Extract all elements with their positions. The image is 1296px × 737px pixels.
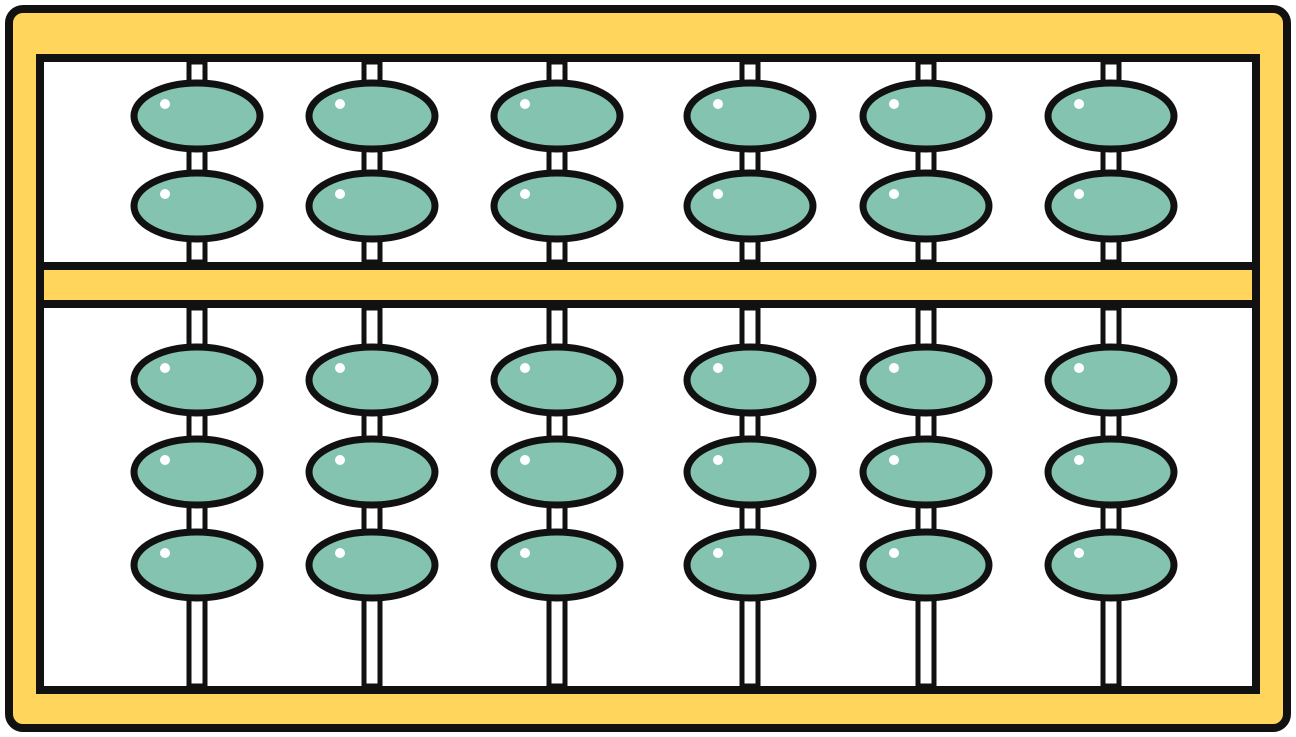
abacus-bead (1044, 169, 1178, 243)
lower-beads (130, 343, 1178, 602)
bead-body (683, 169, 817, 243)
bead-highlight (520, 189, 530, 199)
upper-beads (130, 79, 1178, 243)
bead-highlight (713, 363, 723, 373)
bead-highlight (520, 548, 530, 558)
bead-body (490, 528, 624, 602)
bead-highlight (335, 363, 345, 373)
bead-body (683, 343, 817, 417)
bead-body (305, 528, 439, 602)
bead-highlight (160, 548, 170, 558)
abacus-bead (1044, 435, 1178, 509)
bead-highlight (520, 363, 530, 373)
abacus-bead (1044, 528, 1178, 602)
bead-highlight (1074, 363, 1084, 373)
bead-body (305, 343, 439, 417)
abacus-bead (490, 435, 624, 509)
bead-highlight (889, 99, 899, 109)
bead-body (305, 169, 439, 243)
bead-highlight (713, 548, 723, 558)
bead-body (130, 79, 264, 153)
abacus-bead (683, 528, 817, 602)
bead-highlight (335, 99, 345, 109)
abacus-bead (683, 435, 817, 509)
bead-highlight (889, 363, 899, 373)
bead-highlight (1074, 548, 1084, 558)
bead-highlight (335, 189, 345, 199)
abacus-bead (683, 169, 817, 243)
bead-highlight (520, 455, 530, 465)
abacus-bead (130, 79, 264, 153)
abacus-bead (305, 79, 439, 153)
bead-highlight (1074, 455, 1084, 465)
bead-highlight (160, 455, 170, 465)
bead-highlight (713, 189, 723, 199)
bead-body (490, 435, 624, 509)
bead-body (683, 435, 817, 509)
bead-highlight (520, 99, 530, 109)
bead-highlight (713, 455, 723, 465)
bead-highlight (889, 455, 899, 465)
abacus-divider-bar (36, 262, 1260, 308)
bead-highlight (335, 455, 345, 465)
abacus-bead (683, 343, 817, 417)
bead-highlight (1074, 189, 1084, 199)
bead-body (490, 79, 624, 153)
abacus-bead (490, 79, 624, 153)
bead-body (305, 435, 439, 509)
abacus-bead (859, 79, 993, 153)
bead-body (683, 79, 817, 153)
abacus-bead (130, 169, 264, 243)
bead-body (859, 169, 993, 243)
bead-body (1044, 528, 1178, 602)
bead-highlight (889, 548, 899, 558)
bead-highlight (1074, 99, 1084, 109)
abacus-bead (305, 528, 439, 602)
abacus-bead (683, 79, 817, 153)
abacus-bead (130, 343, 264, 417)
bead-body (130, 435, 264, 509)
bead-body (1044, 169, 1178, 243)
bead-body (1044, 343, 1178, 417)
bead-body (859, 79, 993, 153)
bead-body (683, 528, 817, 602)
bead-body (130, 343, 264, 417)
abacus-bead (1044, 79, 1178, 153)
abacus-bead (490, 528, 624, 602)
bead-body (305, 79, 439, 153)
bead-highlight (335, 548, 345, 558)
abacus-bead (1044, 343, 1178, 417)
bead-body (490, 169, 624, 243)
bead-highlight (160, 189, 170, 199)
abacus-bead (859, 435, 993, 509)
abacus-bead (490, 343, 624, 417)
bead-highlight (713, 99, 723, 109)
bead-body (859, 435, 993, 509)
abacus-bead (859, 528, 993, 602)
bead-highlight (160, 99, 170, 109)
abacus-bead (305, 169, 439, 243)
abacus-bead (859, 169, 993, 243)
bead-body (1044, 435, 1178, 509)
bead-highlight (889, 189, 899, 199)
bead-body (1044, 79, 1178, 153)
abacus-bead (490, 169, 624, 243)
bead-highlight (160, 363, 170, 373)
abacus-bead (859, 343, 993, 417)
bead-body (130, 528, 264, 602)
bead-body (859, 343, 993, 417)
bead-body (859, 528, 993, 602)
abacus-bead (305, 343, 439, 417)
bead-body (130, 169, 264, 243)
abacus-bead (305, 435, 439, 509)
abacus-bead (130, 528, 264, 602)
bead-body (490, 343, 624, 417)
abacus-bead (130, 435, 264, 509)
